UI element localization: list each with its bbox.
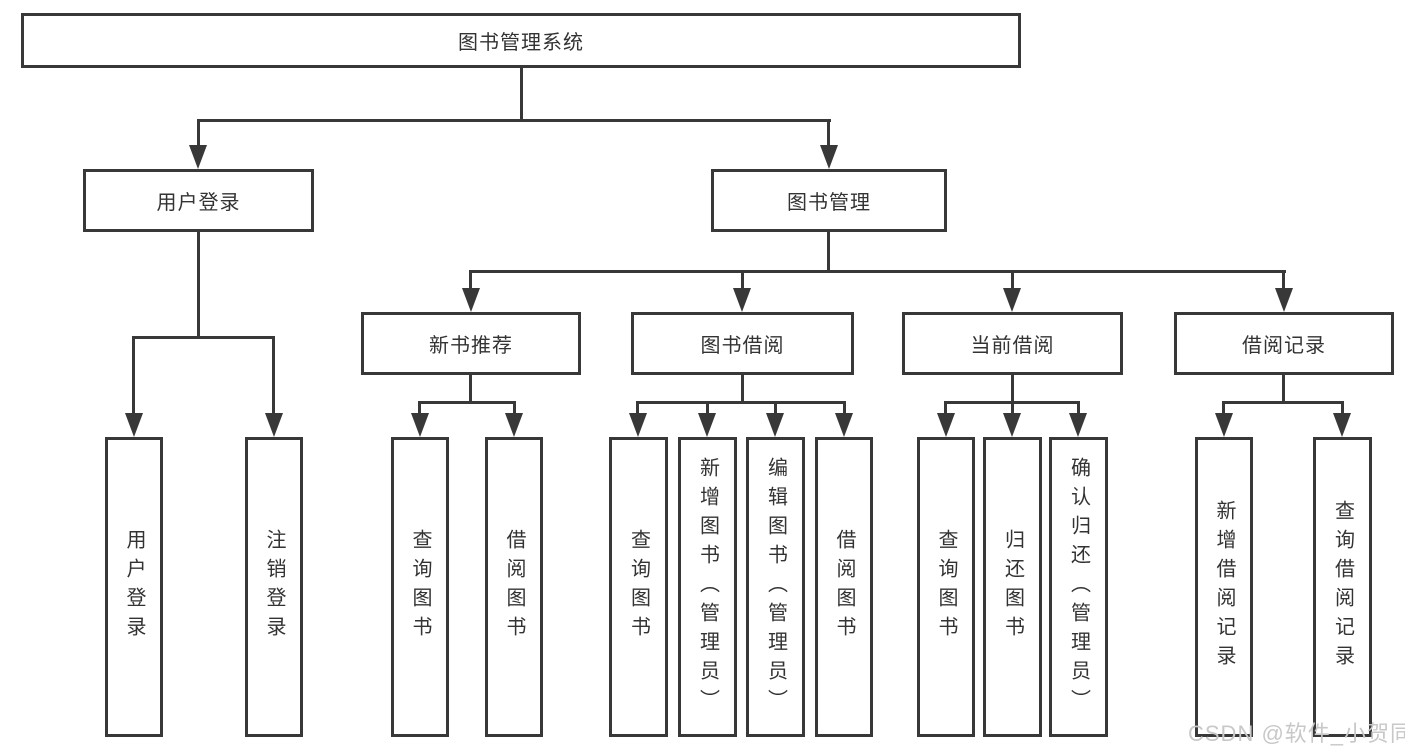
connector-records-stem [1282,375,1285,404]
arrowhead-leaf-e1 [1215,413,1233,437]
node-user-login: 用户登录 [83,169,314,232]
connector-drop-leaf-d1 [944,401,947,416]
connector-drop-book-mgmt [827,119,830,149]
node-user-login-label: 用户登录 [156,192,241,214]
arrowhead-current [1003,288,1021,312]
connector-borrowing-stem [741,375,744,404]
leaf-current-return-label: 归还图书 [1001,529,1024,645]
leaf-newbook-borrow: 借阅图书 [485,437,543,737]
leaf-records-add-label: 新增借阅记录 [1213,500,1235,674]
arrowhead-leaf-b1 [411,413,429,437]
connector-drop-leaf-a1 [132,336,135,416]
arrowhead-leaf-c2 [698,413,716,437]
arrowhead-leaf-d2 [1003,413,1021,437]
node-root-label: 图书管理系统 [458,32,584,54]
connector-drop-leaf-a2 [272,336,275,416]
arrowhead-user-login [189,145,207,169]
leaf-newbook-query-label: 查询图书 [409,529,431,645]
arrowhead-leaf-c4 [835,413,853,437]
node-book-mgmt-label: 图书管理 [787,192,871,214]
arrowhead-leaf-d1 [937,413,955,437]
leaf-borrowing-borrow-label: 借阅图书 [833,529,855,645]
node-borrow-records: 借阅记录 [1174,312,1394,375]
node-root: 图书管理系统 [21,13,1021,68]
arrowhead-leaf-c3 [766,413,784,437]
leaf-user-login-label: 用户登录 [123,529,145,645]
connector-drop-leaf-e2 [1341,401,1344,416]
connector-drop-leaf-c2 [706,401,709,416]
node-book-borrowing: 图书借阅 [631,312,854,375]
connector-borrowing-rail [636,401,846,404]
leaf-current-confirm: 确认归还（管理员） [1049,437,1108,737]
node-book-borrowing-label: 图书借阅 [700,335,785,357]
connector-records-rail [1222,401,1344,404]
csdn-watermark: CSDN @软件_小贺同学 [1188,721,1405,746]
connector-drop-leaf-b2 [513,401,516,416]
node-borrow-records-label: 借阅记录 [1242,335,1326,357]
leaf-records-add: 新增借阅记录 [1195,437,1253,737]
connector-current-stem [1011,375,1014,404]
arrowhead-book-mgmt [820,145,838,169]
arrowhead-newbook [462,288,480,312]
leaf-current-return: 归还图书 [983,437,1042,737]
leaf-borrowing-edit: 编辑图书（管理员） [746,437,805,737]
connector-root-rail [197,119,831,122]
connector-drop-user-login [197,119,200,149]
leaf-logout-label: 注销登录 [263,529,285,645]
connector-userlogin-rail [132,336,275,339]
leaf-user-login: 用户登录 [105,437,163,737]
connector-newbook-stem [469,375,472,404]
connector-drop-leaf-d2 [1011,401,1014,416]
connector-drop-current [1011,270,1014,292]
leaf-newbook-query: 查询图书 [391,437,449,737]
arrowhead-leaf-d3 [1069,413,1087,437]
leaf-borrowing-add-label: 新增图书（管理员） [696,456,719,718]
leaf-newbook-borrow-label: 借阅图书 [503,529,525,645]
connector-newbook-rail [418,401,516,404]
node-current-borrowing: 当前借阅 [902,312,1123,375]
connector-bookmgmt-rail [469,270,1286,273]
connector-drop-leaf-c3 [774,401,777,416]
arrowhead-leaf-c1 [629,413,647,437]
arrowhead-records [1275,288,1293,312]
leaf-current-query: 查询图书 [917,437,975,737]
leaf-borrowing-query-label: 查询图书 [627,529,650,645]
connector-drop-leaf-d3 [1077,401,1080,416]
leaf-borrowing-edit-label: 编辑图书（管理员） [764,456,787,718]
leaf-current-query-label: 查询图书 [935,529,957,645]
arrowhead-leaf-b2 [505,413,523,437]
leaf-borrowing-add: 新增图书（管理员） [678,437,737,737]
connector-drop-leaf-c1 [636,401,639,416]
connector-userlogin-stem [197,232,200,339]
connector-bookmgmt-stem [827,232,830,273]
leaf-borrowing-query: 查询图书 [609,437,668,737]
arrowhead-leaf-e2 [1333,413,1351,437]
arrowhead-leaf-a2 [265,413,283,437]
connector-drop-leaf-c4 [843,401,846,416]
connector-root-stem [520,68,523,121]
leaf-borrowing-borrow: 借阅图书 [815,437,873,737]
arrowhead-borrowing [733,288,751,312]
node-new-book-rec-label: 新书推荐 [429,335,513,357]
leaf-records-query: 查询借阅记录 [1313,437,1372,737]
connector-drop-leaf-b1 [418,401,421,416]
arrowhead-leaf-a1 [125,413,143,437]
leaf-logout: 注销登录 [245,437,303,737]
connector-drop-records [1282,270,1285,292]
node-book-mgmt: 图书管理 [711,169,947,232]
leaf-records-query-label: 查询借阅记录 [1331,500,1354,674]
connector-drop-newbook [469,270,472,292]
connector-drop-leaf-e1 [1222,401,1225,416]
node-current-borrowing-label: 当前借阅 [970,335,1055,357]
leaf-current-confirm-label: 确认归还（管理员） [1067,456,1090,718]
node-new-book-rec: 新书推荐 [361,312,581,375]
connector-drop-borrowing [741,270,744,292]
